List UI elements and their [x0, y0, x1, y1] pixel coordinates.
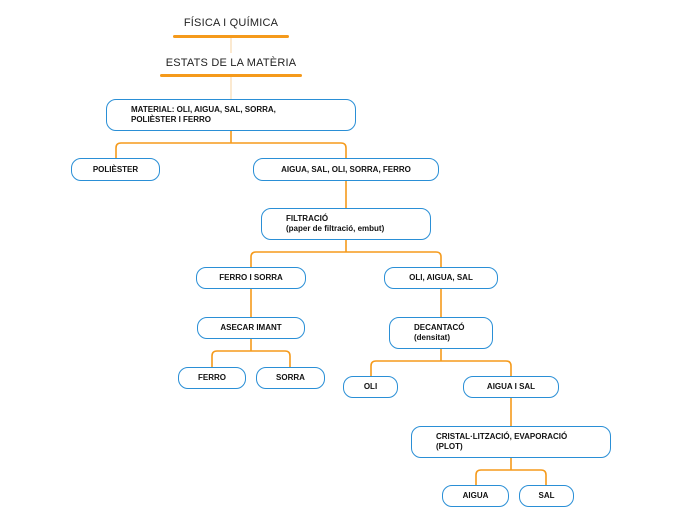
node-sal[interactable]: SAL: [519, 485, 574, 507]
node-sorra[interactable]: SORRA: [256, 367, 325, 389]
node-cristallitzacio[interactable]: CRISTAL·LITZACIÓ, EVAPORACIÓ (PLOT): [411, 426, 611, 458]
title-underline: [173, 35, 289, 38]
node-ferro-i-sorra[interactable]: FERRO I SORRA: [196, 267, 306, 289]
node-filtracio[interactable]: FILTRACIÓ (paper de filtració, embut): [261, 208, 431, 240]
node-ferro[interactable]: FERRO: [178, 367, 246, 389]
node-poliester[interactable]: POLIÈSTER: [71, 158, 160, 181]
node-aigua-i-sal[interactable]: AIGUA I SAL: [463, 376, 559, 398]
subtitle-underline: [160, 74, 302, 77]
node-aigua-sal-oli-sorra-ferro[interactable]: AIGUA, SAL, OLI, SORRA, FERRO: [253, 158, 439, 181]
diagram-subtitle[interactable]: ESTATS DE LA MATÈRIA: [165, 57, 297, 69]
diagram-title[interactable]: FÍSICA I QUÍMICA: [183, 17, 279, 29]
node-aigua[interactable]: AIGUA: [442, 485, 509, 507]
node-oli[interactable]: OLI: [343, 376, 398, 398]
connector-cristallitzacio-children: [475, 458, 547, 485]
connector-imant-children: [211, 339, 291, 367]
node-decantacio[interactable]: DECANTACÓ (densitat): [389, 317, 493, 349]
connector-material-children: [115, 131, 347, 158]
node-asecar-imant[interactable]: ASECAR IMANT: [197, 317, 305, 339]
connector-filtracio-children: [250, 240, 442, 267]
node-material[interactable]: MATERIAL: OLI, AIGUA, SAL, SORRA, POLIÈS…: [106, 99, 356, 131]
node-oli-aigua-sal[interactable]: OLI, AIGUA, SAL: [384, 267, 498, 289]
connector-decantacio-children: [370, 349, 512, 376]
